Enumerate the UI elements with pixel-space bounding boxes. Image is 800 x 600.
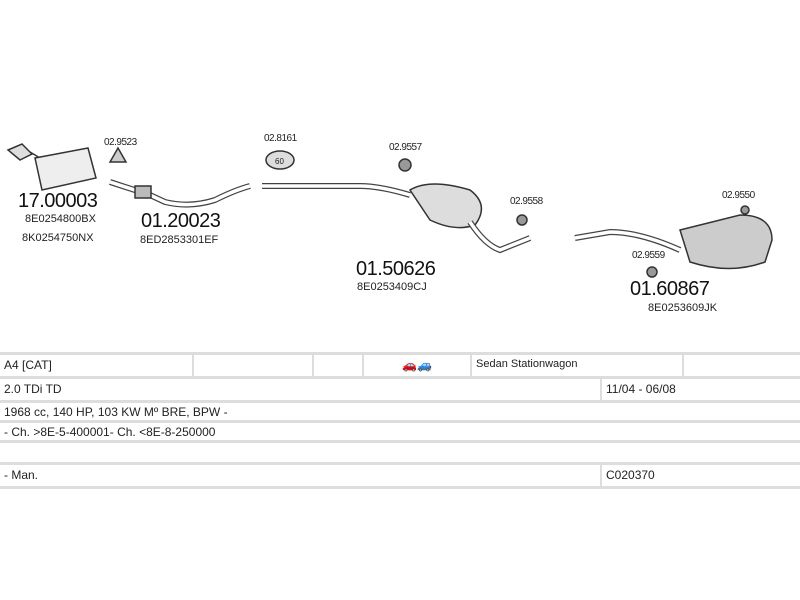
exhaust-diagram: 60 — [6, 143, 773, 278]
engine-spec: 1968 cc, 140 HP, 103 KW Mº BRE, BPW - — [4, 405, 228, 419]
oe-number: 8K0254750NX — [22, 232, 94, 244]
clamp-number: 02.8161 — [264, 133, 297, 144]
oe-number: 8ED2853301EF — [140, 234, 219, 246]
oe-number: 8E0254800BX — [25, 213, 96, 225]
clamp-badge: 60 — [275, 157, 284, 166]
dpf-part — [6, 143, 97, 191]
clamp-number: 02.9557 — [389, 142, 422, 153]
engine: 2.0 TDi TD — [4, 382, 62, 396]
part-number: 01.50626 — [356, 258, 436, 280]
info-table: A4 [CAT] 🚗🚙 Sedan Stationwagon 2.0 TDi T… — [0, 352, 800, 489]
part-number: 01.60867 — [630, 278, 710, 300]
model: A4 [CAT] — [4, 358, 52, 372]
part-number: 17.00003 — [18, 190, 98, 212]
chassis-range: - Ch. >8E-5-400001- Ch. <8E-8-250000 — [4, 425, 216, 439]
clamp-number: 02.9523 — [104, 137, 137, 148]
part-number: 01.20023 — [141, 210, 221, 232]
clamp-number: 02.9550 — [722, 190, 755, 201]
oe-number: 8E0253609JK — [648, 302, 718, 314]
clamp-number: 02.9559 — [632, 250, 665, 261]
oe-number: 8E0253409CJ — [357, 281, 427, 293]
body-type: Sedan Stationwagon — [470, 355, 682, 376]
clamp-number: 02.9558 — [510, 196, 543, 207]
years: 11/04 - 06/08 — [600, 379, 680, 400]
body-type-icons: 🚗🚙 — [362, 355, 470, 376]
gearbox: - Man. — [4, 468, 39, 482]
catalog-code: C020370 — [600, 465, 659, 486]
